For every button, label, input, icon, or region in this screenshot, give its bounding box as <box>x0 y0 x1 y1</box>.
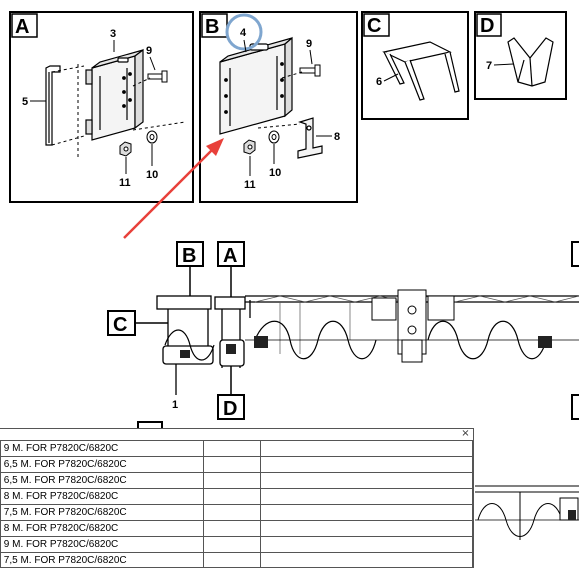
table-cell <box>259 536 473 553</box>
table-row[interactable]: c 9 M. FOR P7820C/6820C <box>0 440 473 457</box>
panel-b-letter: B <box>205 16 219 38</box>
table-row[interactable]: c 6,5 M. FOR P7820C/6820C <box>0 456 473 473</box>
panel-c-letter: C <box>367 15 381 37</box>
table-cell <box>202 488 261 505</box>
callout-6: 6 <box>376 76 382 88</box>
part-description: c 6,5 M. FOR P7820C/6820C <box>0 475 127 486</box>
table-row[interactable]: c 8 M. FOR P7820C/6820C <box>0 520 473 537</box>
callout-1: 1 <box>172 399 178 411</box>
callout-4: 4 <box>240 27 247 39</box>
highlight-circle <box>225 13 263 51</box>
part-description: c 7,5 M. FOR P7820C/6820C <box>0 555 127 566</box>
table-cell <box>259 440 473 457</box>
plate-part-4 <box>219 36 293 135</box>
panel-a[interactable]: A <box>9 11 194 203</box>
plate-part-3 <box>85 48 144 141</box>
table-cell <box>259 472 473 489</box>
assembly-view: B A C D <box>107 241 579 540</box>
panel-a-letter: A <box>15 16 29 38</box>
callout-7: 7 <box>486 60 492 72</box>
part-description: c 8 M. FOR P7820C/6820C <box>0 491 119 502</box>
table-cell <box>202 456 261 473</box>
assembly-label-a: A <box>223 245 237 267</box>
parts-table: c 9 M. FOR P7820C/6820C c 6,5 M. FOR P78… <box>0 440 473 567</box>
part-description: c 8 M. FOR P7820C/6820C <box>0 523 119 534</box>
table-row[interactable]: c 7,5 M. FOR P7820C/6820C <box>0 504 473 521</box>
part-description: c 7,5 M. FOR P7820C/6820C <box>0 507 127 518</box>
table-cell <box>259 552 473 567</box>
nut-part-11 <box>119 141 132 157</box>
panel-d-letter: D <box>480 15 494 37</box>
deflector-part-6 <box>382 41 460 101</box>
panel-c[interactable]: C 6 <box>361 11 469 120</box>
table-row[interactable]: c 7,5 M. FOR P7820C/6820C <box>0 552 473 567</box>
table-row[interactable]: c 9 M. FOR P7820C/6820C <box>0 536 473 553</box>
nut-part-11-b <box>243 139 256 155</box>
table-cell <box>202 552 261 567</box>
callout-11-b: 11 <box>244 179 256 191</box>
table-cell <box>202 472 261 489</box>
close-icon[interactable]: × <box>461 428 470 439</box>
callout-9-a: 9 <box>146 45 152 57</box>
assembly-label-d: D <box>223 398 237 420</box>
table-cell <box>259 488 473 505</box>
callout-9-b: 9 <box>306 38 312 50</box>
panel-b[interactable]: B <box>199 11 358 203</box>
table-cell <box>202 536 261 553</box>
callout-11-a: 11 <box>119 177 131 189</box>
bolt-part-9-b <box>299 64 321 77</box>
pin-part-5 <box>45 65 61 146</box>
table-row[interactable]: c 6,5 M. FOR P7820C/6820C <box>0 472 473 489</box>
part-description: c 9 M. FOR P7820C/6820C <box>0 539 119 550</box>
table-cell <box>259 456 473 473</box>
parts-list-popup[interactable]: × c 9 M. FOR P7820C/6820C c 6,5 M. FOR P… <box>0 428 474 568</box>
table-cell <box>259 520 473 537</box>
bracket-part-8 <box>297 117 323 159</box>
table-row[interactable]: c 8 M. FOR P7820C/6820C <box>0 488 473 505</box>
red-pointer-arrow <box>123 138 224 239</box>
table-cell <box>202 520 261 537</box>
assembly-label-b: B <box>182 245 196 267</box>
table-cell <box>202 440 261 457</box>
table-cell <box>202 504 261 521</box>
guide-part-7 <box>507 37 554 87</box>
part-description: c 6,5 M. FOR P7820C/6820C <box>0 459 127 470</box>
callout-10-b: 10 <box>269 167 281 179</box>
part-description: c 9 M. FOR P7820C/6820C <box>0 443 119 454</box>
washer-part-10-b <box>268 130 280 144</box>
panel-d[interactable]: D 7 <box>474 11 567 100</box>
bolt-part-9 <box>147 70 168 83</box>
callout-5: 5 <box>22 96 28 108</box>
washer-part-10 <box>146 130 158 144</box>
assembly-label-c: C <box>113 314 127 336</box>
callout-10-a: 10 <box>146 169 158 181</box>
callout-3: 3 <box>110 28 116 40</box>
callout-8: 8 <box>334 131 340 143</box>
table-cell <box>259 504 473 521</box>
